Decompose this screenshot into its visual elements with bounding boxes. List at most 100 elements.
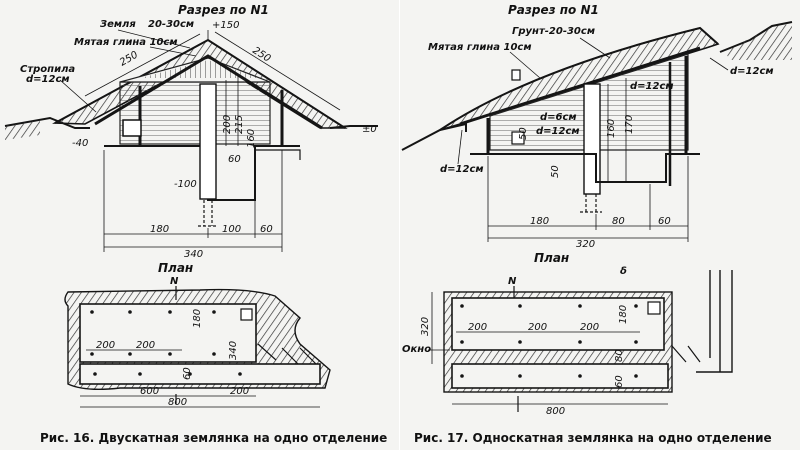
fig17-plan-steps <box>671 345 701 363</box>
fig17-dim-h50a: 50 <box>518 127 529 140</box>
figure-17-panel: Разрез по N1 Грунт-20-30см Мятая глина 1… <box>400 0 800 450</box>
fig16-dim-h215: 215 <box>234 115 245 134</box>
fig17-dim-d60: 60 <box>658 216 671 227</box>
fig17-plan-entrance <box>696 270 733 373</box>
fig16-floor-pit <box>104 145 300 201</box>
fig17-label-clay: Мятая глина 10см <box>428 42 532 53</box>
figure-16-panel: Разрез по N1 Земля 20-30см Мятая глина 1… <box>0 0 400 450</box>
fig16-dim-slope-left-line <box>84 33 201 97</box>
fig17-plan-posts <box>460 304 638 378</box>
fig16-label-rafter-d: d=12см <box>26 74 70 85</box>
fig16-dim-slope-left: 250 <box>118 50 140 69</box>
fig17-roof-outline <box>439 26 719 131</box>
fig16-dim-plus150: +150 <box>212 20 239 31</box>
fig17-ground-hatch-right <box>725 24 792 60</box>
fig16-plan-stove <box>240 308 253 321</box>
fig16-dim-zero: ±0 <box>362 124 377 135</box>
fig16-label-clay: Мятая глина 10см <box>74 37 178 48</box>
fig17-dim-h50b: 50 <box>550 165 561 178</box>
fig17-plan-dim-180: 180 <box>618 305 629 324</box>
fig16-plan-steps <box>257 343 317 365</box>
fig17-leader-d12-right <box>709 57 729 71</box>
fig16-dim-d340: 340 <box>184 249 203 260</box>
fig17-leader-clay <box>509 51 541 79</box>
fig16-plan-dim-200a: 200 <box>96 340 115 351</box>
fig17-stove <box>511 131 525 145</box>
fig17-dim-d180: 180 <box>530 216 549 227</box>
fig16-stove <box>122 119 142 137</box>
fig17-north-marker: N <box>508 276 517 287</box>
fig17-plan-dim-200c: 200 <box>580 322 599 333</box>
fig16-plan-dim-200c: 200 <box>230 386 249 397</box>
fig16-plan-dim-600: 600 <box>140 386 159 397</box>
fig17-plan-dim-200a: 200 <box>468 322 487 333</box>
fig16-dim-minus100: -100 <box>174 179 197 190</box>
fig17-caption: Рис. 17. Односкатная землянка на одно от… <box>414 431 772 445</box>
fig16-dim-minus40: -40 <box>72 138 88 149</box>
fig16-plan-dim-340: 340 <box>228 341 239 360</box>
fig16-post-footing <box>198 200 218 227</box>
fig16-rafters <box>94 54 323 130</box>
fig16-leader-rafter <box>59 79 97 113</box>
fig16-ground-hatch-left <box>5 120 40 140</box>
fig16-plan-room <box>79 303 257 363</box>
fig17-post-footing <box>580 194 602 213</box>
fig16-center-post <box>199 83 217 200</box>
fig17-label-soil: Грунт-20-30см <box>512 26 595 37</box>
fig17-plan-delta: δ <box>620 266 627 277</box>
fig16-north-marker: N <box>170 276 179 287</box>
fig16-label-rafter: Стропила <box>20 64 75 75</box>
fig17-label-d12-right: d=12см <box>730 66 774 77</box>
fig16-plan-dim-180: 180 <box>192 309 203 328</box>
fig17-dim-h170: 170 <box>624 115 635 134</box>
fig16-dim-h200: 200 <box>222 115 233 134</box>
fig17-dim-h160: 160 <box>606 119 617 138</box>
fig17-plan-trench <box>451 363 669 389</box>
fig17-plan-dim-60: 60 <box>614 375 625 388</box>
fig17-center-post <box>583 83 601 195</box>
fig16-leader-zemlya <box>117 29 191 49</box>
fig17-plan-dim-200b: 200 <box>528 322 547 333</box>
fig16-dim-d180: 180 <box>150 224 169 235</box>
fig16-dim-slope-right-line <box>214 31 341 111</box>
fig16-dim-h160: 160 <box>246 129 257 148</box>
fig17-leader-soil <box>579 37 611 59</box>
fig16-plan-dim-800: 800 <box>168 397 187 408</box>
fig17-plan-dim-80: 80 <box>614 349 625 362</box>
fig17-chimney <box>511 69 521 81</box>
fig16-plan-dim-60: 60 <box>182 367 193 380</box>
fig17-plan-stove <box>647 301 661 315</box>
fig16-dim-d100: 100 <box>222 224 241 235</box>
fig16-plan-title: План <box>158 261 193 275</box>
fig17-label-d12-left: d=12см <box>440 164 484 175</box>
fig17-dim-d80: 80 <box>612 216 625 227</box>
fig17-section-title: Разрез по N1 <box>508 3 599 17</box>
fig17-ground-left <box>401 122 467 151</box>
fig17-plan-title: План <box>534 251 569 265</box>
fig16-plan-dim-200b: 200 <box>136 340 155 351</box>
fig16-plan-posts <box>90 310 242 376</box>
fig16-bench <box>256 149 301 160</box>
figure-16-drawing: Разрез по N1 Земля 20-30см Мятая глина 1… <box>4 3 387 445</box>
fig17-label-window: Окно <box>402 344 431 355</box>
fig17-floor-pit <box>470 153 700 183</box>
fig16-plan-trench <box>79 363 321 385</box>
fig16-label-earth-thickness: 20-30см <box>148 19 194 30</box>
fig17-dim-d320: 320 <box>576 239 595 250</box>
fig16-leader-clay <box>149 46 197 57</box>
fig16-section-title: Разрез по N1 <box>178 3 269 17</box>
fig17-label-d6: d=6см <box>540 112 577 123</box>
fig17-roof-rafter <box>459 46 701 126</box>
fig16-gable-boards <box>140 60 258 78</box>
fig17-plan-room <box>451 297 665 351</box>
fig17-leader-d12-left <box>457 129 463 165</box>
fig16-dim-d60: 60 <box>260 224 273 235</box>
fig16-caption: Рис. 16. Двускатная землянка на одно отд… <box>40 431 387 445</box>
fig16-label-zemlya: Земля <box>100 19 136 30</box>
fig17-plan-dim-800: 800 <box>546 406 565 417</box>
fig17-label-d12-inner: d=12см <box>630 81 674 92</box>
figure-17-drawing: Разрез по N1 Грунт-20-30см Мятая глина 1… <box>401 3 793 445</box>
fig17-plan-dim-320: 320 <box>420 317 431 336</box>
fig17-label-d12-mid: d=12см <box>536 126 580 137</box>
fig16-dim-slope-right: 250 <box>250 45 272 64</box>
